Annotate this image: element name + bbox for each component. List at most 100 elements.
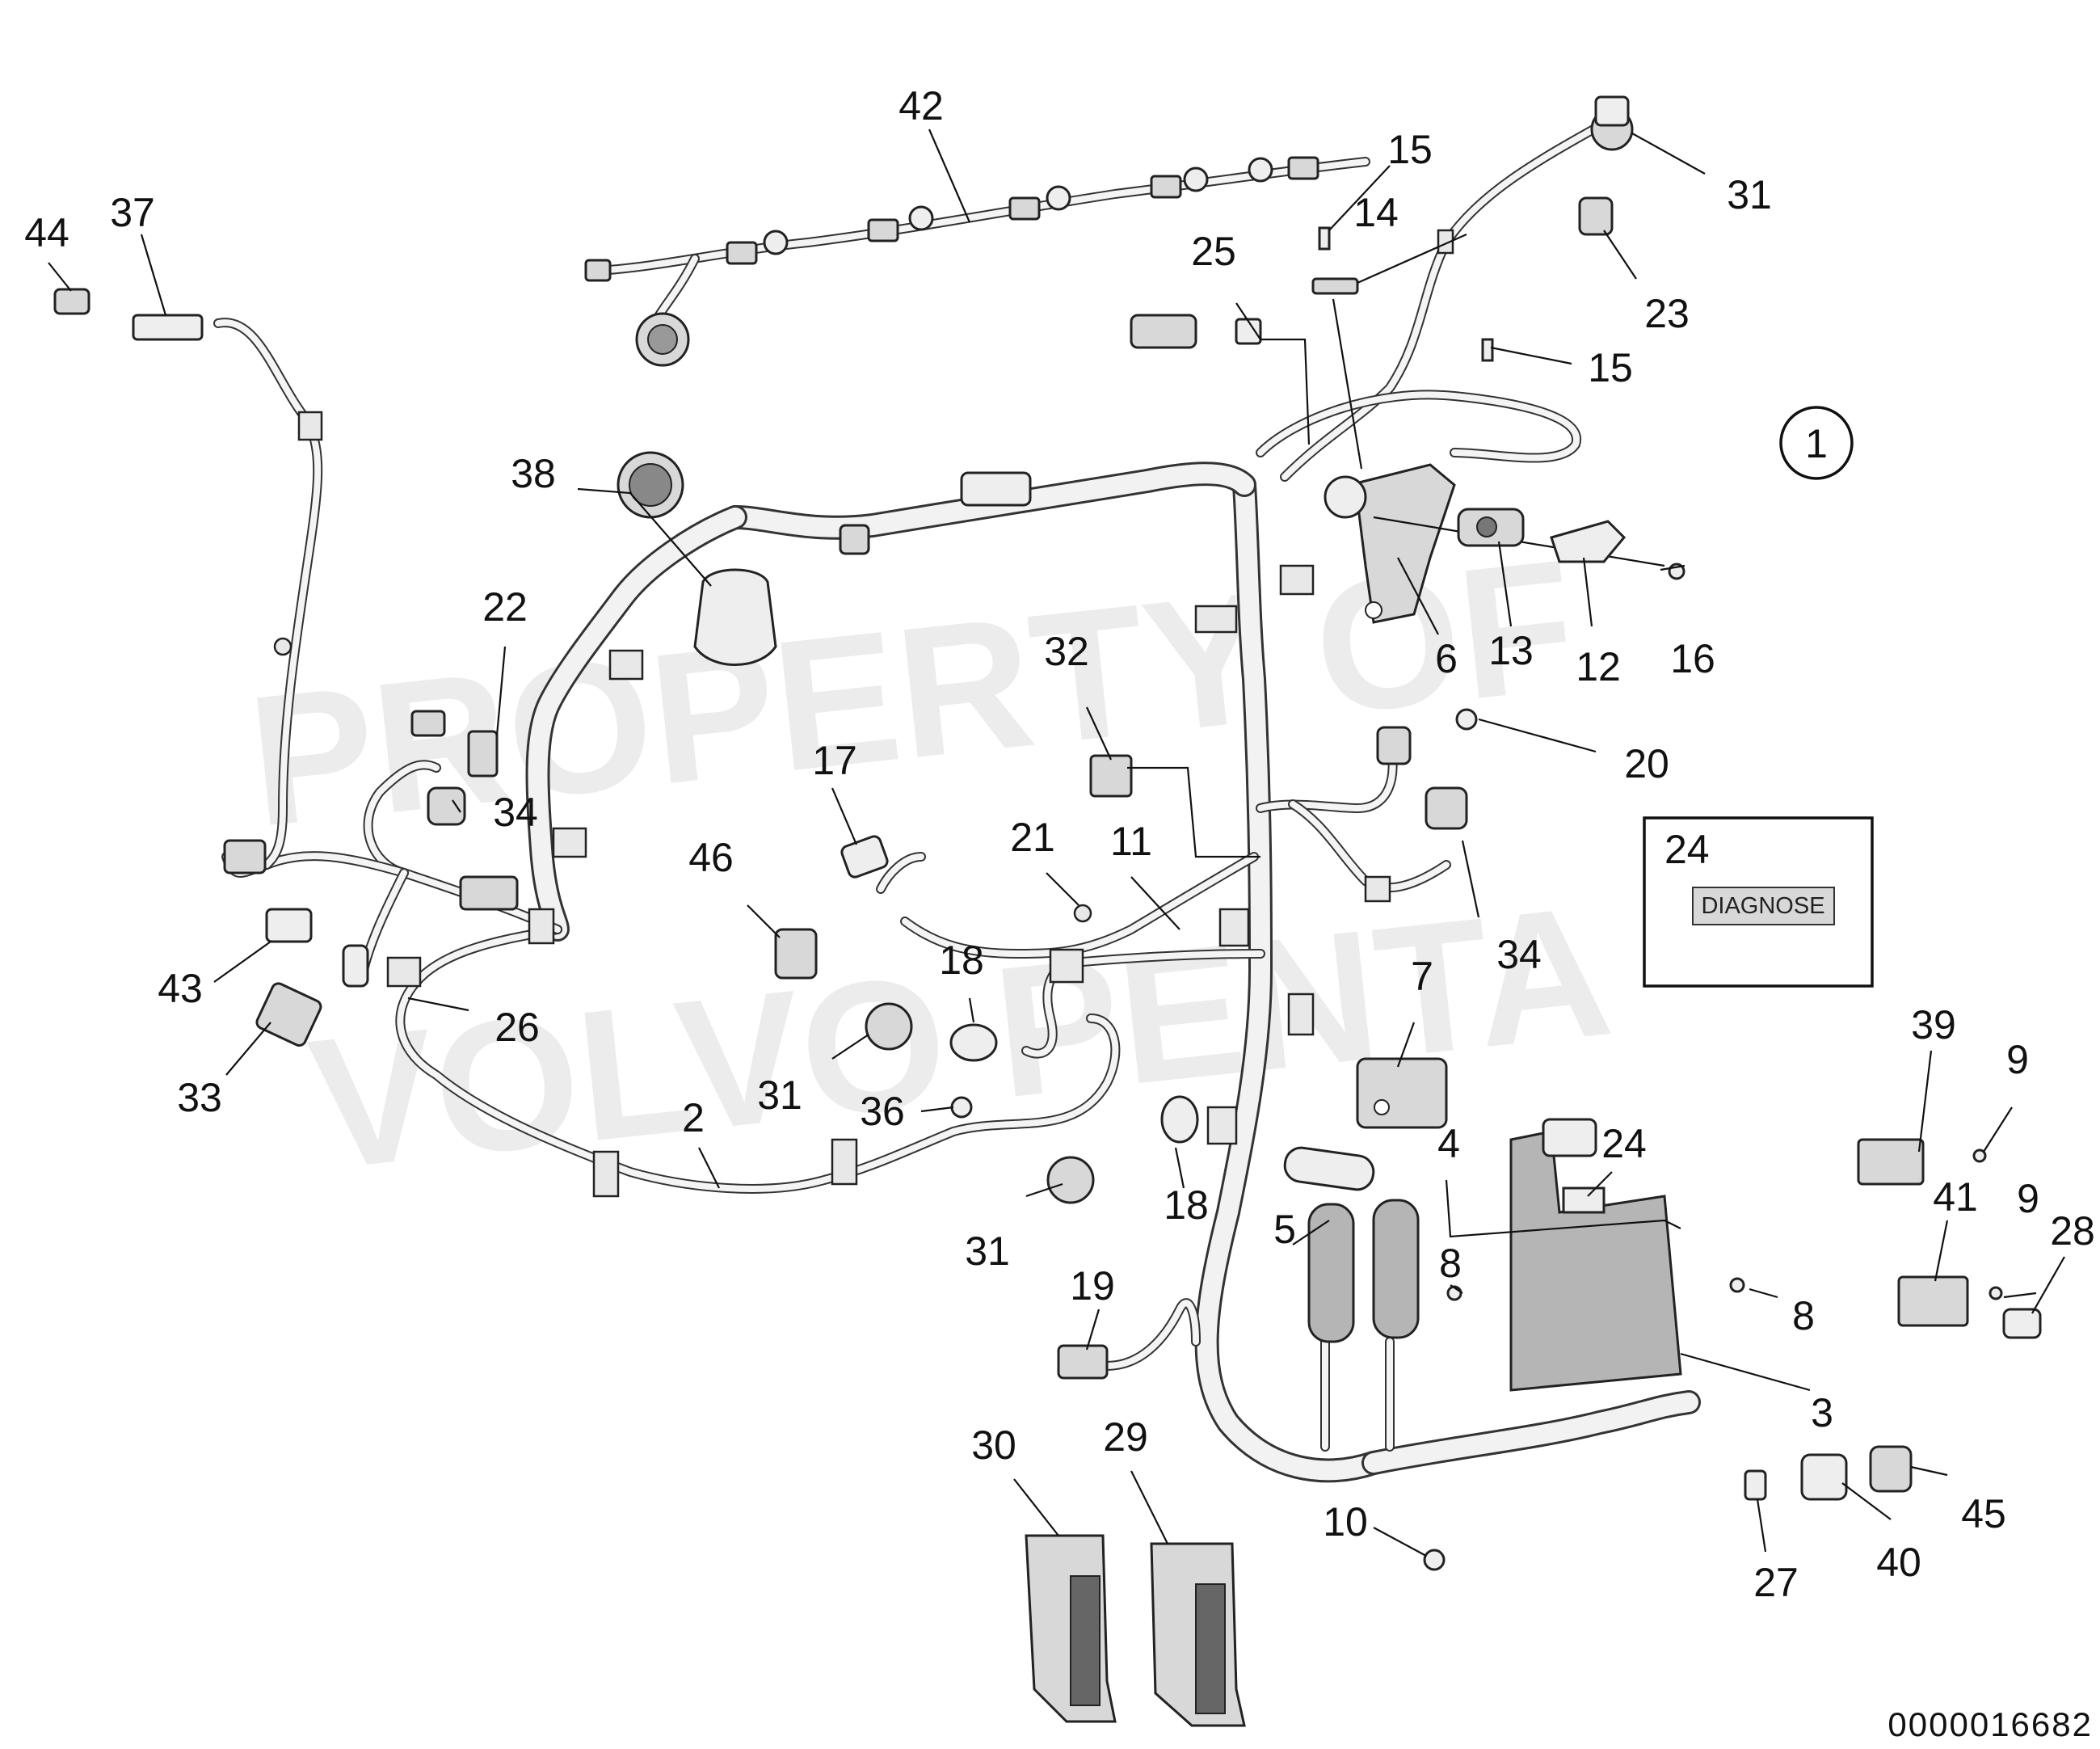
callout-31: 31 xyxy=(757,1073,802,1118)
connector-31-icon xyxy=(865,1002,913,1051)
callout-18: 18 xyxy=(1164,1182,1209,1228)
callout-29: 29 xyxy=(1103,1414,1148,1460)
connector-icon xyxy=(223,839,267,874)
document-number: 0000016682 xyxy=(1887,1705,2093,1743)
wire-loop xyxy=(1248,157,1273,183)
clip-27-icon xyxy=(1744,1469,1767,1501)
clip-icon xyxy=(608,649,644,681)
grommet-icon xyxy=(273,637,292,656)
callout-28: 28 xyxy=(2050,1208,2095,1254)
connector-icon xyxy=(839,524,870,555)
callout-13: 13 xyxy=(1488,628,1534,673)
callout-23: 23 xyxy=(1644,291,1690,336)
callout-21: 21 xyxy=(1010,815,1055,860)
main-harness xyxy=(213,116,1701,1483)
callout-16: 16 xyxy=(1670,636,1715,681)
connector-icon xyxy=(410,710,446,737)
connector-31-icon xyxy=(1046,1156,1095,1204)
connector-34-icon xyxy=(427,786,466,826)
clip-icon xyxy=(592,1150,620,1198)
screw-10-icon xyxy=(1423,1549,1446,1571)
multi-pin-connector-icon xyxy=(459,875,519,911)
connector-25-icon xyxy=(1130,314,1197,349)
clip-icon xyxy=(1279,564,1315,596)
sensor-13-icon xyxy=(1457,508,1525,547)
relay-39-icon xyxy=(1857,1138,1925,1186)
connector-icon xyxy=(1542,1118,1597,1157)
ring-terminal-36-icon xyxy=(950,1096,973,1119)
connector-22-icon xyxy=(467,730,499,778)
clip-icon xyxy=(1218,908,1250,947)
callout-31: 31 xyxy=(1727,172,1772,217)
wire-loop xyxy=(763,230,789,255)
connector-18-icon xyxy=(1160,1095,1199,1144)
diagnose-item-number: 24 xyxy=(1664,827,1710,872)
callout-22: 22 xyxy=(482,584,528,630)
clip-21-icon xyxy=(1073,904,1092,923)
callout-8: 8 xyxy=(1439,1241,1462,1286)
callout-15: 15 xyxy=(1387,127,1433,172)
view-marker-circle xyxy=(1779,406,1854,480)
diagnose-label-text: DIAGNOSE xyxy=(1701,893,1824,919)
ecu-connector-30-icon xyxy=(1025,1534,1117,1723)
callout-2: 2 xyxy=(682,1095,705,1140)
wire-loop xyxy=(1183,166,1209,192)
callout-32: 32 xyxy=(1044,629,1089,674)
callout-42: 42 xyxy=(898,83,944,129)
injector-connector xyxy=(1287,156,1319,180)
clip-icon xyxy=(1049,948,1084,984)
callout-8: 8 xyxy=(1792,1293,1815,1338)
connector-17-icon xyxy=(840,835,889,879)
cover-12-icon xyxy=(1550,520,1627,563)
callout-12: 12 xyxy=(1576,644,1621,689)
connector-46-icon xyxy=(774,928,818,980)
bracket-14-icon xyxy=(1311,277,1359,295)
wire-loop xyxy=(908,205,934,231)
connector-24-icon xyxy=(1562,1186,1606,1214)
clip-icon xyxy=(552,827,587,858)
injector-connector xyxy=(867,218,899,242)
connector-19-icon xyxy=(1057,1344,1109,1380)
connector-28-icon xyxy=(2002,1308,2042,1339)
callout-26: 26 xyxy=(494,1005,540,1050)
callout-27: 27 xyxy=(1753,1560,1799,1605)
ground-terminal-icon xyxy=(342,944,369,988)
callout-5: 5 xyxy=(1273,1207,1296,1252)
clip-icon xyxy=(1437,229,1454,255)
clip-icon xyxy=(528,908,555,945)
connector-38-icon xyxy=(617,451,777,666)
callout-7: 7 xyxy=(1411,954,1433,999)
diagnose-label-plate xyxy=(1692,887,1835,925)
bolt-15-icon xyxy=(1481,338,1494,362)
callout-20: 20 xyxy=(1624,741,1669,786)
callout-39: 39 xyxy=(1911,1002,1956,1047)
ecu-connector-29-icon xyxy=(1150,1542,1246,1727)
leader-lines xyxy=(48,129,2065,1557)
screw-8-icon xyxy=(1729,1277,1745,1293)
relay-41-icon xyxy=(1897,1275,1969,1327)
callout-9: 9 xyxy=(2017,1176,2039,1221)
callout-10: 10 xyxy=(1323,1499,1368,1545)
callout-24: 24 xyxy=(1601,1121,1647,1166)
cover-5-icon xyxy=(1307,1203,1355,1343)
connector-44-icon xyxy=(53,288,90,315)
clip-25-icon xyxy=(1235,318,1262,345)
clip-icon xyxy=(831,1138,858,1186)
connector-34-icon xyxy=(1425,786,1468,830)
fuse-holder-33-icon xyxy=(255,982,322,1047)
connector-icon xyxy=(960,471,1032,507)
clip-icon xyxy=(1287,993,1315,1036)
callout-34: 34 xyxy=(493,790,538,835)
callout-37: 37 xyxy=(110,190,155,235)
callout-18: 18 xyxy=(939,938,984,983)
callout-31: 31 xyxy=(965,1229,1010,1274)
callout-4: 4 xyxy=(1437,1121,1460,1166)
diagnose-inset: 24 DIAGNOSE xyxy=(1643,816,1874,988)
callout-30: 30 xyxy=(971,1422,1016,1468)
clip-icon xyxy=(1206,1106,1238,1145)
injector-connector xyxy=(726,241,758,265)
callout-41: 41 xyxy=(1933,1174,1978,1220)
callout-40: 40 xyxy=(1876,1540,1921,1585)
clip-icon xyxy=(386,956,422,988)
